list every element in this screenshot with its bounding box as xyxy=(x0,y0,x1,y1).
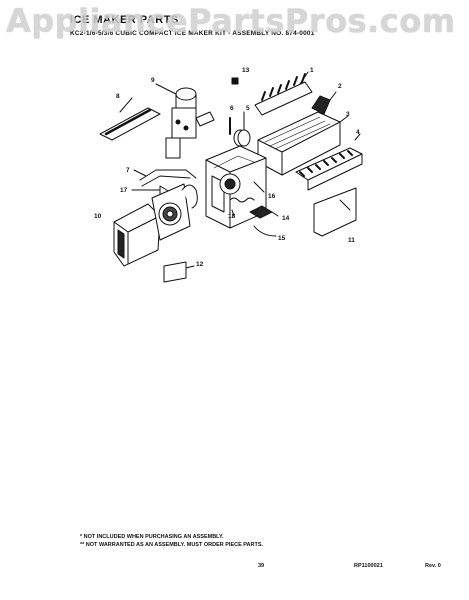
part-ice-mold xyxy=(257,111,349,176)
page-title: ICE MAKER PARTS xyxy=(70,14,179,26)
part-water-valve xyxy=(155,83,215,159)
callout-6: 6 xyxy=(230,105,234,112)
callout-16: 16 xyxy=(268,193,276,200)
part-ejector-comb xyxy=(254,71,313,116)
part-bail-arm xyxy=(313,187,357,237)
callout-1: 1 xyxy=(310,67,314,74)
callout-18: 18 xyxy=(228,213,236,220)
callout-8: 8 xyxy=(116,93,120,100)
callout-4: 4 xyxy=(356,129,360,136)
part-cam xyxy=(233,111,251,147)
part-module-cover xyxy=(113,203,161,267)
part-wire-harness xyxy=(133,169,197,187)
document-number: RP1100021 xyxy=(354,563,383,569)
callout-3: 3 xyxy=(346,111,350,118)
part-housing xyxy=(205,145,267,229)
page-subtitle: KC2-1/6-5/3/6 CUBIC COMPACT ICE MAKER KI… xyxy=(70,30,315,37)
callout-7: 7 xyxy=(126,167,130,174)
watermark-logo: AppliancePartsPros.com xyxy=(6,2,456,40)
callout-13: 13 xyxy=(242,67,250,74)
callout-12: 12 xyxy=(196,261,204,268)
part-thermostat xyxy=(229,197,255,217)
note-not-included: * NOT INCLUDED WHEN PURCHASING AN ASSEMB… xyxy=(80,534,224,540)
part-switch xyxy=(249,205,279,219)
callout-10: 10 xyxy=(94,213,102,220)
callout-5: 5 xyxy=(246,105,250,112)
part-wire xyxy=(253,225,277,237)
part-drive-motor-module xyxy=(151,183,198,241)
part-label xyxy=(163,261,195,283)
part-fitting xyxy=(231,77,239,85)
callout-2: 2 xyxy=(338,83,342,90)
callout-17: 17 xyxy=(120,187,128,194)
callout-9: 9 xyxy=(151,77,155,84)
part-ice-tray xyxy=(295,133,363,191)
note-not-warranted: ** NOT WARRANTED AS AN ASSEMBLY. MUST OR… xyxy=(80,542,264,548)
revision-label: Rev. 0 xyxy=(425,563,441,569)
part-bracket xyxy=(311,91,337,115)
callout-11: 11 xyxy=(348,237,355,244)
part-fill-trough xyxy=(99,97,161,141)
callout-15: 15 xyxy=(278,235,286,242)
page-number: 39 xyxy=(258,563,265,569)
callout-14: 14 xyxy=(282,215,290,222)
